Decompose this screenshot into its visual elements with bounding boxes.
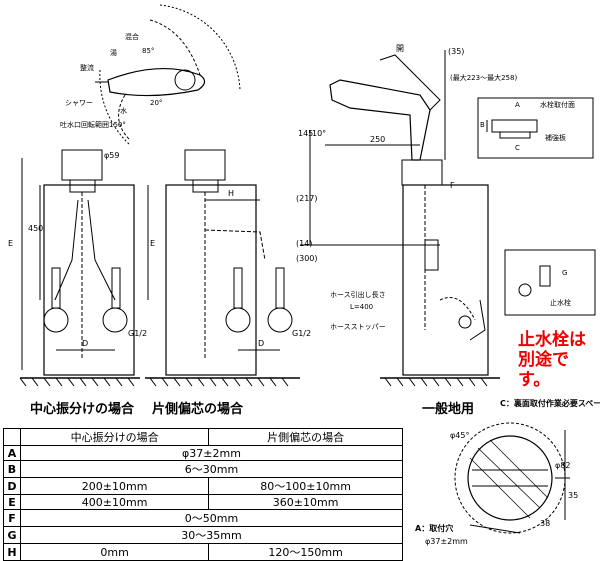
row-value-center: 200±10mm <box>19 477 210 495</box>
row-value-offset: 120～150mm <box>208 543 403 561</box>
top-view <box>95 4 241 146</box>
row-value: 0～50mm <box>20 509 403 527</box>
hole-label-38: 38 <box>540 519 551 528</box>
gen-label-f: F <box>450 181 455 190</box>
offset-dim-g12: G1/2 <box>292 329 312 338</box>
row-value: 30～35mm <box>20 526 403 544</box>
valve-notice-line-1: 止水栓は <box>518 330 586 350</box>
table-row: B 6～30mm <box>3 460 403 478</box>
general-view <box>300 50 596 387</box>
center-view <box>19 149 140 387</box>
row-value: φ37±2mm <box>20 445 403 461</box>
row-value-center: 0mm <box>19 543 210 561</box>
table-row: H 0mm 120～150mm <box>3 543 403 561</box>
valve-notice-line-2: 別途です。 <box>518 350 569 390</box>
row-key: H <box>3 543 21 561</box>
table-header-corner <box>3 428 21 446</box>
row-key: F <box>3 509 21 527</box>
hole-label-45: φ45° <box>450 431 470 440</box>
gen-label-300: (300) <box>296 254 318 263</box>
gen-label-217: (217) <box>296 194 318 203</box>
gen-label-145: 145 <box>298 129 314 138</box>
gen-label-250: 250 <box>370 135 386 144</box>
caption-center: 中心振分けの場合 <box>30 402 135 417</box>
offset-dim-d: D <box>258 339 265 348</box>
table-row: E 400±10mm 360±10mm <box>3 494 403 510</box>
row-value-offset: 80～100±10mm <box>208 477 403 495</box>
gen-label-35: (35) <box>448 47 465 56</box>
gen-label-a: A <box>515 101 520 109</box>
row-value-center: 400±10mm <box>19 494 210 510</box>
spec-table: 中心振分けの場合 片側偏芯の場合 A φ37±2mm B 6～30mm D 20… <box>3 428 403 561</box>
table-header-row: 中心振分けの場合 片側偏芯の場合 <box>3 428 403 446</box>
row-key: G <box>3 526 21 544</box>
top-label-shower: シャワー <box>65 99 93 107</box>
valve-notice: 止水栓は 別途です。 <box>518 330 600 390</box>
row-key: D <box>3 477 21 495</box>
top-label-mix: 混合 <box>125 33 139 41</box>
gen-label-b: B <box>480 121 485 129</box>
top-label-20: 20° <box>150 99 163 107</box>
offset-dim-h: H <box>228 189 235 198</box>
table-row: G 30～35mm <box>3 526 403 544</box>
top-label-85: 85° <box>142 47 155 55</box>
hole-title: C：裏面取付作業必要スペース寸法 <box>500 399 600 408</box>
hole-view <box>454 422 570 534</box>
gen-label-stopper: ホースストッパー <box>330 323 386 331</box>
table-header-center: 中心振分けの場合 <box>19 428 210 446</box>
gen-label-10deg: 10° <box>312 129 327 138</box>
row-key: B <box>3 460 21 478</box>
table-header-offset: 片側偏芯の場合 <box>208 428 403 446</box>
gen-label-plate: 補強板 <box>545 134 566 142</box>
hole-size: φ37±2mm <box>425 537 468 546</box>
table-row: F 0～50mm <box>3 509 403 527</box>
center-dim-phi59: φ59 <box>104 151 120 160</box>
offset-view <box>145 149 300 387</box>
table-row: D 200±10mm 80～100±10mm <box>3 477 403 495</box>
center-dim-g12: G1/2 <box>128 329 148 338</box>
row-key: E <box>3 494 21 510</box>
top-label-hot: 湯 <box>110 49 117 57</box>
row-value-offset: 360±10mm <box>208 494 403 510</box>
gen-label-max: (最大223～最大258) <box>450 74 518 82</box>
top-label-water: 水 <box>120 107 127 115</box>
top-label-range: 吐水口回転範囲150° <box>60 121 126 129</box>
gen-label-open: 開 <box>396 44 404 53</box>
gen-label-valve: 止水栓 <box>550 299 571 307</box>
gen-label-14: (14) <box>296 239 313 248</box>
table-row: A φ37±2mm <box>3 445 403 461</box>
row-value: 6～30mm <box>20 460 403 478</box>
row-key: A <box>3 445 21 461</box>
offset-dim-e: E <box>150 239 156 248</box>
hole-label-82: φ82 <box>555 461 571 470</box>
caption-general: 一般地用 <box>422 402 475 417</box>
center-dim-450: 450 <box>28 224 44 233</box>
center-dim-d: D <box>82 339 89 348</box>
center-dim-e: E <box>8 239 14 248</box>
hole-label-35: 35 <box>568 491 579 500</box>
gen-label-c: C <box>515 144 520 152</box>
caption-offset: 片側偏芯の場合 <box>152 402 244 417</box>
gen-label-g: G <box>562 269 568 277</box>
top-label-flow: 整流 <box>80 64 94 72</box>
hole-label-a: A：取付穴 <box>415 524 454 533</box>
gen-label-l400: L=400 <box>350 303 374 311</box>
gen-label-hose: ホース引出し長さ <box>330 291 386 299</box>
gen-label-mount: 水栓取付面 <box>540 101 575 109</box>
